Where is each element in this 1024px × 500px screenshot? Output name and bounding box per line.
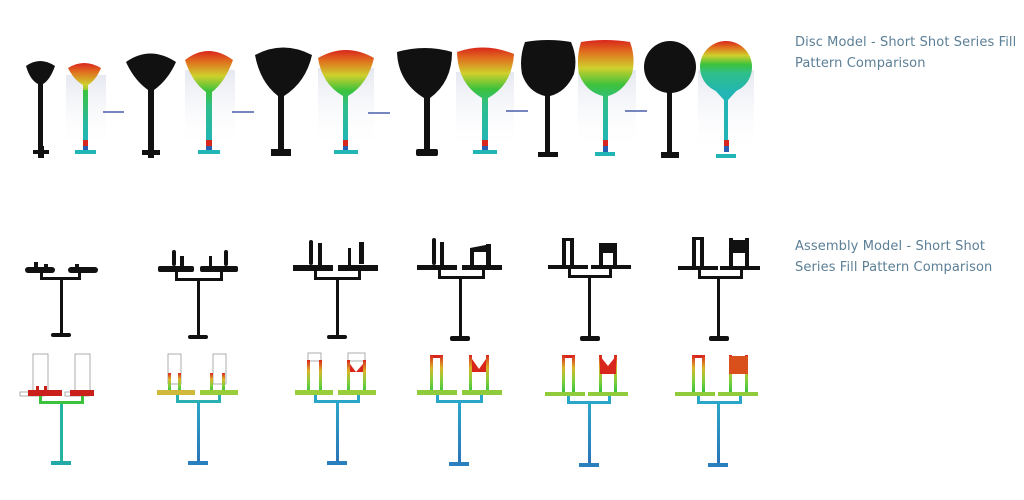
disc-sim-2: [185, 51, 233, 154]
assembly-photo-1: [25, 262, 98, 337]
assembly-simulations: [19, 352, 758, 467]
disc-pair-1: [26, 61, 106, 158]
disc-pair-3: [255, 47, 374, 156]
disc-series-caption: Disc Model - Short Shot Series Fill Patt…: [795, 35, 1017, 71]
disc-photo-1: [26, 61, 55, 158]
assembly-photo-3: [293, 240, 378, 339]
disc-pair-4: [397, 47, 514, 156]
disc-pair-6: [644, 41, 754, 158]
assembly-series-caption: Assembly Model - Short Shot Series Fill …: [795, 239, 993, 275]
assembly-photos: [25, 237, 760, 341]
disc-photo-4: [397, 48, 452, 156]
assembly-sim-1: [19, 353, 94, 465]
disc-sim-6: [700, 41, 752, 158]
assembly-photo-5: [548, 238, 631, 341]
assembly-photo-2: [158, 250, 238, 339]
assembly-sim-4: [417, 355, 502, 466]
assembly-sim-5: [545, 355, 628, 467]
disc-sim-4: [457, 47, 514, 154]
assembly-sim-2: [157, 353, 238, 465]
disc-sim-5: [577, 40, 634, 156]
assembly-photo-6: [678, 237, 760, 341]
disc-pair-2: [126, 51, 235, 158]
assembly-photo-4: [417, 238, 502, 341]
disc-photo-6: [644, 41, 696, 158]
disc-photo-5: [521, 40, 576, 157]
disc-photo-3: [255, 47, 312, 156]
disc-pair-5: [521, 40, 636, 157]
disc-photo-2: [126, 53, 176, 158]
assembly-sim-3: [295, 352, 376, 465]
disc-sim-3: [318, 50, 374, 154]
disc-sim-1: [68, 63, 101, 154]
assembly-sim-6: [675, 355, 758, 467]
